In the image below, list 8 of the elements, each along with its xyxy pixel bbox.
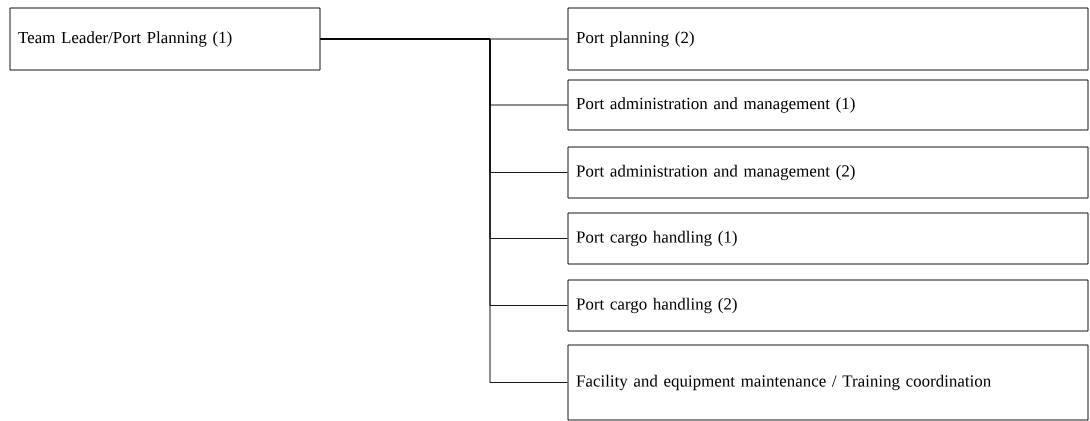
process-box: Port administration and management (1)	[567, 79, 1089, 131]
process-box: Port cargo handling (2)	[567, 279, 1089, 332]
connector-line	[320, 38, 568, 383]
process-box: Team Leader/Port Planning (1)	[9, 7, 321, 71]
process-box: Port administration and management (2)	[567, 146, 1089, 199]
process-box: Port cargo handling (1)	[567, 212, 1089, 265]
process-box: Facility and equipment maintenance / Training coordination	[567, 344, 1089, 421]
process-box: Port planning (2)	[567, 7, 1089, 71]
